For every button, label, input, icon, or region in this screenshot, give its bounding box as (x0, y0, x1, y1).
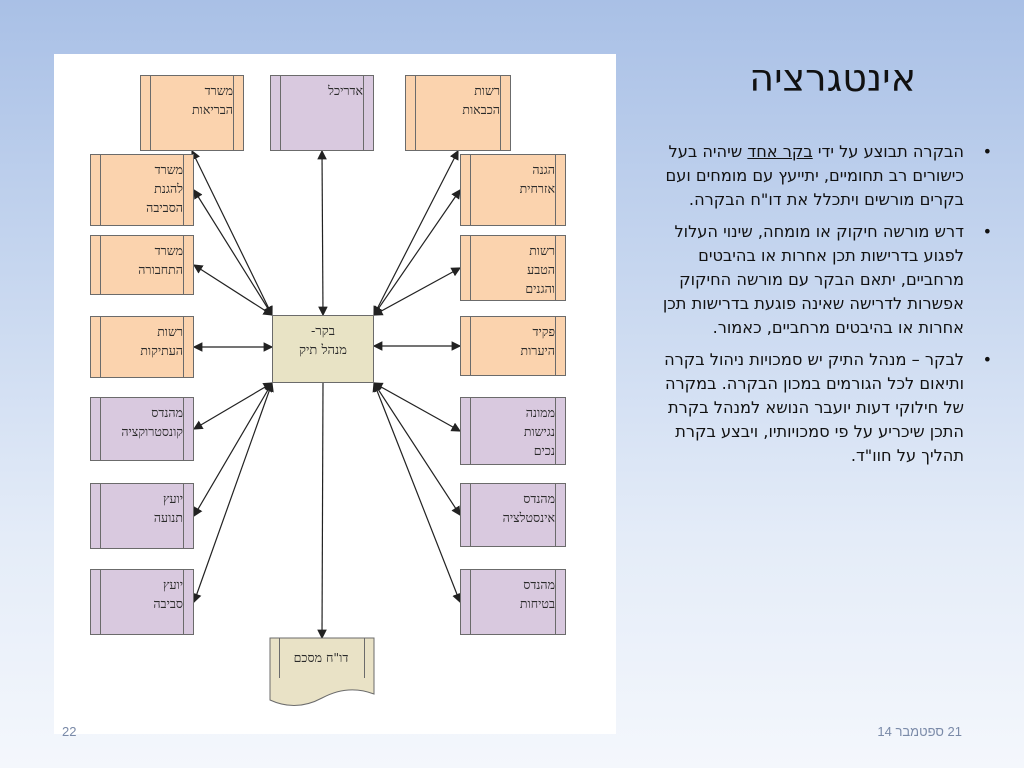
connector-arrow (372, 382, 462, 432)
connector-arrow (373, 189, 461, 316)
box-label-line: הטבע (527, 262, 555, 277)
page-number: 22 (62, 724, 77, 739)
box-health-ministry: משרד הבריאות (140, 75, 244, 151)
box-accessibility-officer: ממונה נגישות נכים (460, 397, 566, 465)
bullet-item: • לבקר – מנהל התיק יש סמכויות ניהול בקרה… (644, 348, 992, 468)
connector-arrow (372, 267, 462, 316)
box-label-line: משרד (204, 83, 233, 98)
box-label-line: מנהל תיק (299, 343, 347, 358)
box-label-line: משרד (154, 162, 183, 177)
bullet-item: • דרש מורשה חיקוק או מומחה, שינוי העלול … (644, 220, 992, 340)
arrows-layer (191, 149, 462, 640)
connector-arrow (192, 264, 274, 316)
box-label-line: הסביבה (146, 200, 183, 215)
box-label-line: העתיקות (140, 343, 183, 358)
box-label-line: קונסטרוקציה (121, 424, 183, 439)
box-label-line: הגנה (532, 162, 555, 177)
box-label-line: הבריאות (192, 102, 233, 117)
box-label-line: תנועה (153, 510, 183, 525)
box-fire-authority: רשות הכבאות (405, 75, 511, 151)
box-label-line: והגנים (525, 281, 555, 296)
bullet-dot: • (982, 142, 992, 161)
box-traffic-consultant: יועץ תנועה (90, 483, 194, 549)
box-label-line: משרד (154, 243, 183, 258)
box-label-line: הכבאות (462, 102, 500, 117)
bullet-item: • הבקרה תבוצע על ידי בקר אחד שיהיה בעל כ… (644, 140, 992, 212)
box-transport-ministry: משרד התחבורה (90, 235, 194, 295)
box-label-line: רשות (529, 243, 555, 258)
connector-arrow (193, 381, 273, 518)
box-controller: בקר- מנהל תיק (272, 315, 374, 383)
box-label-line: היערות (520, 343, 555, 358)
connector-arrow (192, 382, 274, 430)
bullet-text: לבקר – מנהל התיק יש סמכויות ניהול בקרה ו… (664, 350, 964, 465)
box-label-line: מהנדס (523, 577, 555, 592)
bullet-text-rest: שיהיה בעל כישורים רב תחומיים, יתייעץ עם … (665, 142, 964, 209)
bullet-text: הבקרה תבוצע על ידי (812, 142, 964, 161)
box-label-line: ממונה (525, 405, 555, 420)
connector-arrow (372, 381, 462, 604)
box-antiquities-authority: רשות העתיקות (90, 316, 194, 378)
connector-arrow (193, 188, 273, 317)
page-title: אינטגרציה (749, 56, 916, 100)
box-label-line: התחבורה (138, 262, 183, 277)
box-nature-authority: רשות הטבע והגנים (460, 235, 566, 301)
box-label-line: בטיחות (519, 596, 555, 611)
connector-arrow (317, 382, 327, 640)
box-label-line: רשות (157, 324, 183, 339)
box-label-line: דו"ח מסכם (293, 650, 349, 665)
box-label-line: להגנת (154, 181, 183, 196)
bullet-list: • הבקרה תבוצע על ידי בקר אחד שיהיה בעל כ… (644, 140, 992, 476)
box-label-line: סביבה (153, 596, 183, 611)
box-label-line: אדריכל (328, 83, 363, 98)
box-environment-consultant: יועץ סביבה (90, 569, 194, 635)
box-label-line: נגישות (523, 424, 555, 439)
box-label-line: מהנדס (523, 491, 555, 506)
box-label-line: אינסטלציה (502, 510, 555, 525)
bullet-dot: • (982, 350, 992, 369)
box-plumbing-engineer: מהנדס אינסטלציה (460, 483, 566, 547)
box-architect: אדריכל (270, 75, 374, 151)
connector-arrow (191, 149, 273, 317)
connector-arrow (192, 381, 274, 604)
diagram-panel: משרד הבריאות אדריכל רשות הכבאות משרד להגנת ה… (54, 54, 616, 734)
connector-arrow (317, 149, 328, 317)
bullet-underlined-text: בקר אחד (747, 142, 813, 161)
box-civil-defense: הגנה אזרחית (460, 154, 566, 226)
box-forest-officer: פקיד היערות (460, 316, 566, 376)
box-label-line: בקר- (310, 324, 335, 339)
box-label-line: נכים (533, 443, 555, 458)
box-summary-report: דו"ח מסכם (270, 638, 374, 678)
connector-arrow (373, 381, 461, 517)
box-environment-ministry: משרד להגנת הסביבה (90, 154, 194, 226)
box-label-line: פקיד (532, 324, 555, 339)
footer-date: 21 ספטמבר 14 (877, 724, 962, 739)
box-safety-engineer: מהנדס בטיחות (460, 569, 566, 635)
box-structural-engineer: מהנדס קונסטרוקציה (90, 397, 194, 461)
bullet-text: דרש מורשה חיקוק או מומחה, שינוי העלול לפ… (662, 222, 964, 337)
bullet-dot: • (982, 222, 992, 241)
box-label-line: אזרחית (519, 181, 555, 196)
box-label-line: רשות (474, 83, 500, 98)
box-label-line: יועץ (162, 491, 183, 506)
connector-arrow (373, 149, 459, 317)
box-label-line: מהנדס (151, 405, 183, 420)
box-label-line: יועץ (162, 577, 183, 592)
